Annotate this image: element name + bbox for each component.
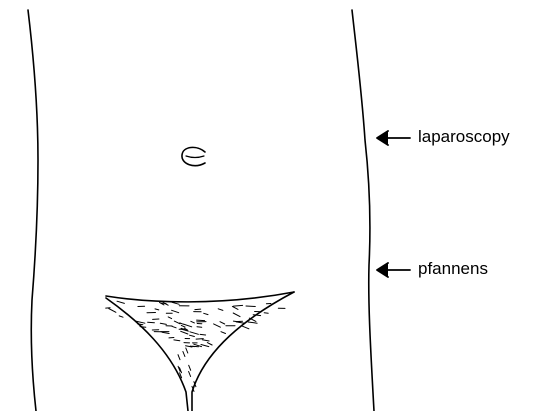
hair-stroke — [197, 320, 205, 321]
pfannens-arrow — [377, 263, 410, 277]
left-flank-line — [28, 10, 38, 411]
hair-stroke — [193, 346, 199, 347]
hair-stroke — [196, 339, 203, 340]
hair-stroke — [221, 332, 226, 334]
hair-stroke — [202, 340, 209, 341]
hair-stroke — [178, 355, 180, 360]
navel-crease — [186, 156, 204, 158]
hair-stroke — [248, 322, 257, 323]
left-groin-line — [106, 298, 188, 411]
hair-stroke — [207, 343, 212, 345]
hair-stroke — [172, 326, 176, 328]
pubic-hair-strokes — [106, 301, 285, 391]
hair-stroke — [232, 306, 238, 309]
hair-stroke — [190, 332, 199, 335]
hair-stroke — [214, 324, 221, 327]
right-flank-line — [352, 10, 374, 411]
hair-stroke — [195, 309, 201, 310]
laparoscopy-label: laparoscopy — [418, 127, 510, 147]
hair-stroke — [181, 325, 185, 327]
hair-stroke — [242, 326, 249, 329]
hair-stroke — [168, 317, 171, 319]
hair-stroke — [174, 340, 180, 341]
hair-stroke — [119, 316, 123, 317]
pfannens-incision-line — [106, 292, 294, 302]
pfannens-label: pfannens — [418, 259, 488, 279]
hair-stroke — [200, 334, 206, 335]
hair-stroke — [246, 306, 255, 307]
hair-stroke — [160, 323, 166, 324]
hair-stroke — [236, 322, 243, 323]
hair-stroke — [186, 348, 188, 353]
right-groin-line — [192, 292, 294, 411]
hair-stroke — [190, 335, 195, 336]
hair-stroke — [172, 310, 179, 312]
hair-stroke — [189, 365, 191, 370]
hair-stroke — [201, 345, 209, 347]
laparoscopy-arrow — [377, 131, 410, 145]
hair-stroke — [162, 332, 169, 333]
hair-stroke — [174, 321, 180, 324]
hair-stroke — [197, 327, 202, 328]
hair-stroke — [234, 305, 243, 306]
hair-stroke — [148, 322, 155, 323]
hair-stroke — [181, 331, 188, 334]
hair-stroke — [117, 301, 124, 303]
hair-stroke — [191, 321, 195, 323]
hair-stroke — [183, 352, 185, 357]
hair-stroke — [189, 372, 191, 377]
hair-stroke — [204, 313, 208, 314]
hair-stroke — [233, 313, 240, 317]
hair-stroke — [140, 327, 146, 328]
hair-stroke — [109, 309, 116, 313]
hair-stroke — [155, 309, 159, 310]
hair-stroke — [220, 322, 225, 324]
hair-stroke — [218, 309, 223, 311]
